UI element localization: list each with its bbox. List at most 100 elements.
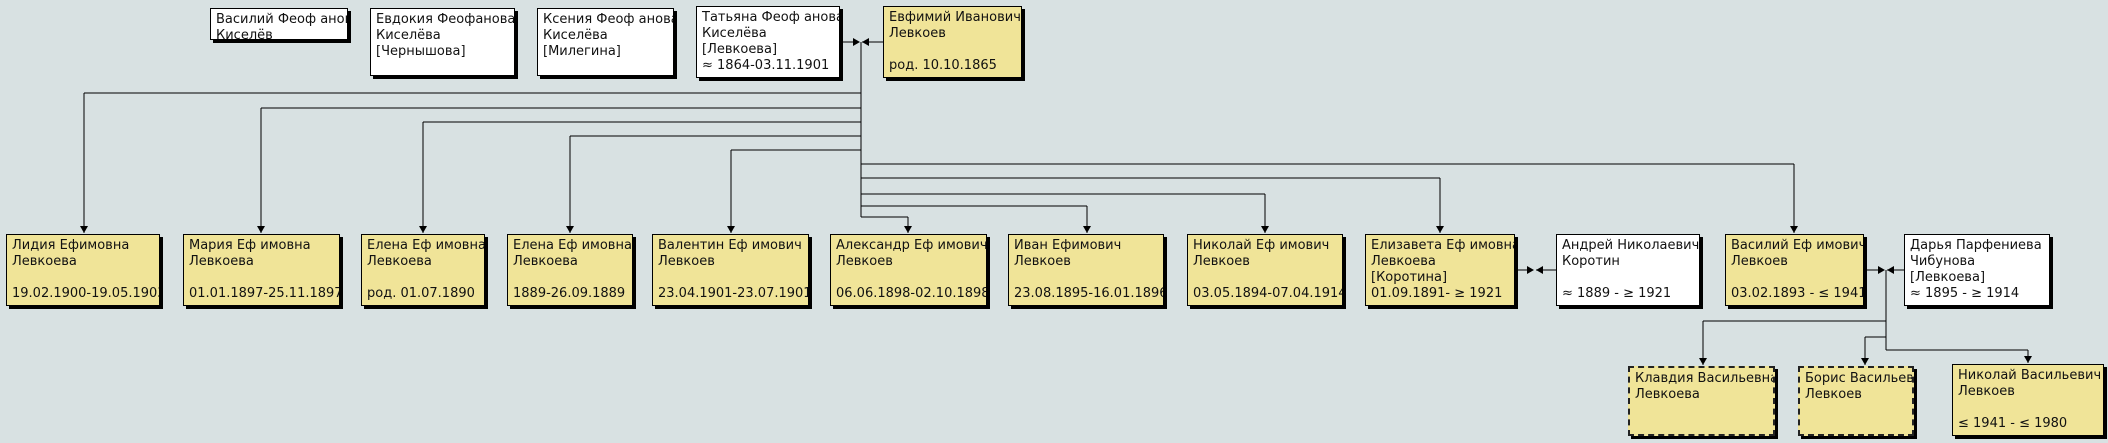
person-name-line: Киселёва: [376, 28, 441, 43]
person-dates: ≈ 1864-03.11.1901: [702, 58, 830, 73]
marriage-arrow-elizaveta: [1527, 266, 1534, 274]
person-name-line: [Левкоева]: [1910, 270, 1986, 285]
person-name-line: Киселёв: [216, 28, 273, 40]
marriage-arrow-andrey: [1536, 266, 1543, 274]
person-name-line: Коротин: [1562, 254, 1620, 269]
person-name-line: [Коротина]: [1371, 270, 1448, 285]
marriage-arrow-left: [862, 38, 869, 46]
person-name-line: Левкоев: [1014, 254, 1071, 269]
person-name-line: Мария Еф имовна: [189, 238, 311, 253]
arrow-vasiliy-levkoev: [1790, 226, 1798, 233]
arrow-mariya-levkoeva: [257, 226, 265, 233]
person-name-line: Василий Еф имович: [1731, 238, 1864, 253]
person-name-line: [Чернышова]: [376, 44, 466, 59]
person-name-line: Евдокия Феофанова: [376, 12, 515, 27]
person-name-line: Татьяна Феоф анова: [702, 10, 840, 25]
marriage-arrow-vasiliy: [1878, 266, 1885, 274]
person-name-line: [Левкоева]: [702, 42, 778, 57]
person-name-line: Левкоев: [889, 26, 946, 41]
person-dates: 23.04.1901-23.07.1901: [658, 286, 809, 301]
person-name-line: Александр Еф имович: [836, 238, 987, 253]
person-name-line: Левкоева: [12, 254, 77, 269]
person-name-line: Левкоев: [1193, 254, 1250, 269]
person-name-line: Елена Еф имовна: [367, 238, 485, 253]
person-name-line: Киселёва: [702, 26, 767, 41]
person-dates: ≤ 1941 - ≤ 1980: [1958, 416, 2068, 431]
person-dates: 1889-26.09.1889: [513, 286, 626, 301]
person-dates: ≈ 1889 - ≥ 1921: [1562, 286, 1672, 301]
person-name-line: Левкоева: [513, 254, 578, 269]
person-dates: ≈ 1895 - ≥ 1914: [1910, 286, 2020, 301]
arrow-lidiya-levkoeva: [80, 226, 88, 233]
arrow-valentin-levkoev: [727, 226, 735, 233]
person-name-line: Левкоева: [1371, 254, 1436, 269]
person-name-line: Левкоев: [1805, 387, 1862, 402]
person-name-line: Левкоев: [1731, 254, 1788, 269]
arrow-elena-levkoeva-1889: [566, 226, 574, 233]
arrow-elizaveta-levkoeva: [1436, 226, 1444, 233]
person-name-line: Лидия Ефимовна: [12, 238, 130, 253]
person-dates: 03.02.1893 - ≤ 1941: [1731, 286, 1864, 301]
person-name-line: Левкоева: [367, 254, 432, 269]
arrow-klavdiya-levkoeva: [1699, 358, 1707, 365]
person-name-line: Николай Еф имович: [1193, 238, 1330, 253]
person-dates: 03.05.1894-07.04.1914: [1193, 286, 1343, 301]
person-name-line: Андрей Николаевич: [1562, 238, 1700, 253]
person-dates: род. 01.07.1890: [367, 286, 475, 301]
person-dates: 23.08.1895-16.01.1896: [1014, 286, 1164, 301]
person-dates: 01.09.1891- ≥ 1921: [1371, 286, 1503, 301]
person-name-line: Борис Васильевич: [1805, 371, 1914, 386]
person-name-line: Елена Еф имовна: [513, 238, 632, 253]
person-name-line: Левкоев: [1958, 384, 2015, 399]
person-name-line: Левкоев: [836, 254, 893, 269]
person-name-line: Киселёва: [543, 28, 608, 43]
person-name-line: Левкоева: [1635, 387, 1700, 402]
arrow-boris-levkoev: [1861, 358, 1869, 365]
person-name-line: Иван Ефимович: [1014, 238, 1122, 253]
person-dates: 06.06.1898-02.10.1898: [836, 286, 987, 301]
arrow-nikolay-vasilievich-levkoev: [2024, 356, 2032, 363]
arrow-nikolay-levkoev: [1261, 226, 1269, 233]
person-dates: род. 10.10.1865: [889, 58, 997, 73]
person-dates: 19.02.1900-19.05.1903: [12, 286, 160, 301]
person-name-line: [Милегина]: [543, 44, 621, 59]
person-name-line: Чибунова: [1910, 254, 1976, 269]
person-name-line: Клавдия Васильевна: [1635, 371, 1775, 386]
arrow-ivan-levkoev: [1083, 226, 1091, 233]
person-name-line: Ксения Феоф анова: [543, 12, 674, 27]
person-name-line: Левкоев: [658, 254, 715, 269]
person-name-line: Елизавета Еф имовна: [1371, 238, 1515, 253]
person-name-line: Валентин Еф имович: [658, 238, 802, 253]
person-name-line: Василий Феоф анов: [216, 12, 348, 27]
marriage-arrow-right: [853, 38, 860, 46]
person-name-line: Дарья Парфениева: [1910, 238, 2042, 253]
person-dates: 01.01.1897-25.11.1897: [189, 286, 340, 301]
person-name-line: Евфимий Иванович: [889, 10, 1021, 25]
arrow-aleksandr-levkoev: [904, 226, 912, 233]
person-name-line: Николай Васильевич: [1958, 368, 2102, 383]
arrow-elena-levkoeva-1890: [419, 226, 427, 233]
person-name-line: Левкоева: [189, 254, 254, 269]
